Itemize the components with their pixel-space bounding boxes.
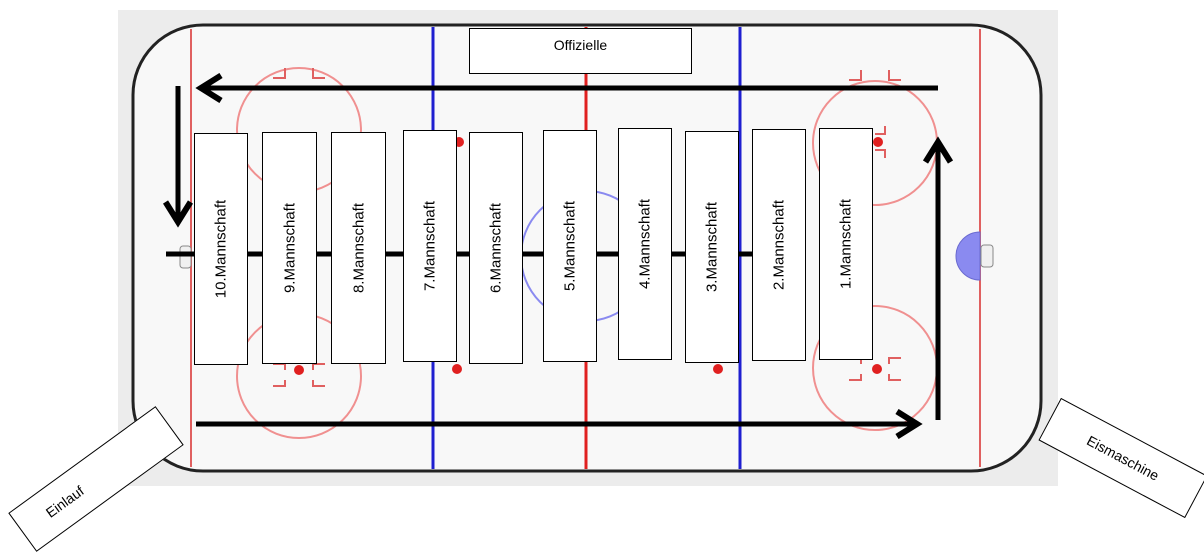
goal-net-right	[980, 244, 994, 268]
team-label: 8.Mannschaft	[350, 202, 367, 294]
goal-crease-right	[955, 231, 981, 281]
team-label: 9.Mannschaft	[281, 202, 298, 294]
team-label: 5.Mannschaft	[561, 200, 579, 292]
faceoff-dot	[713, 364, 723, 374]
team-box-4: 4.Mannschaft	[618, 128, 672, 360]
team-box-3: 3.Mannschaft	[685, 131, 739, 363]
team-box-8: 8.Mannschaft	[331, 132, 386, 364]
team-box-1: 1.Mannschaft	[819, 128, 873, 360]
goal-net-left	[179, 245, 192, 269]
faceoff-dot	[294, 365, 304, 375]
team-label: 4.Mannschaft	[636, 198, 654, 290]
team-label: 2.Mannschaft	[770, 199, 788, 291]
team-label: 6.Mannschaft	[487, 202, 505, 294]
team-box-2: 2.Mannschaft	[752, 129, 806, 361]
faceoff-dot	[873, 137, 883, 147]
team-label: 7.Mannschaft	[421, 200, 439, 292]
faceoff-dot	[452, 364, 462, 374]
officials-box: Offizielle	[469, 28, 692, 74]
team-label: 3.Mannschaft	[703, 201, 721, 293]
team-label: 1.Mannschaft	[837, 198, 855, 290]
team-label: 10.Mannschaft	[212, 199, 230, 299]
team-box-9: 9.Mannschaft	[262, 132, 317, 364]
team-box-7: 7.Mannschaft	[403, 130, 457, 362]
team-box-10: 10.Mannschaft	[194, 133, 248, 365]
faceoff-dot	[872, 364, 882, 374]
team-box-5: 5.Mannschaft	[543, 130, 597, 362]
team-box-6: 6.Mannschaft	[469, 132, 523, 364]
